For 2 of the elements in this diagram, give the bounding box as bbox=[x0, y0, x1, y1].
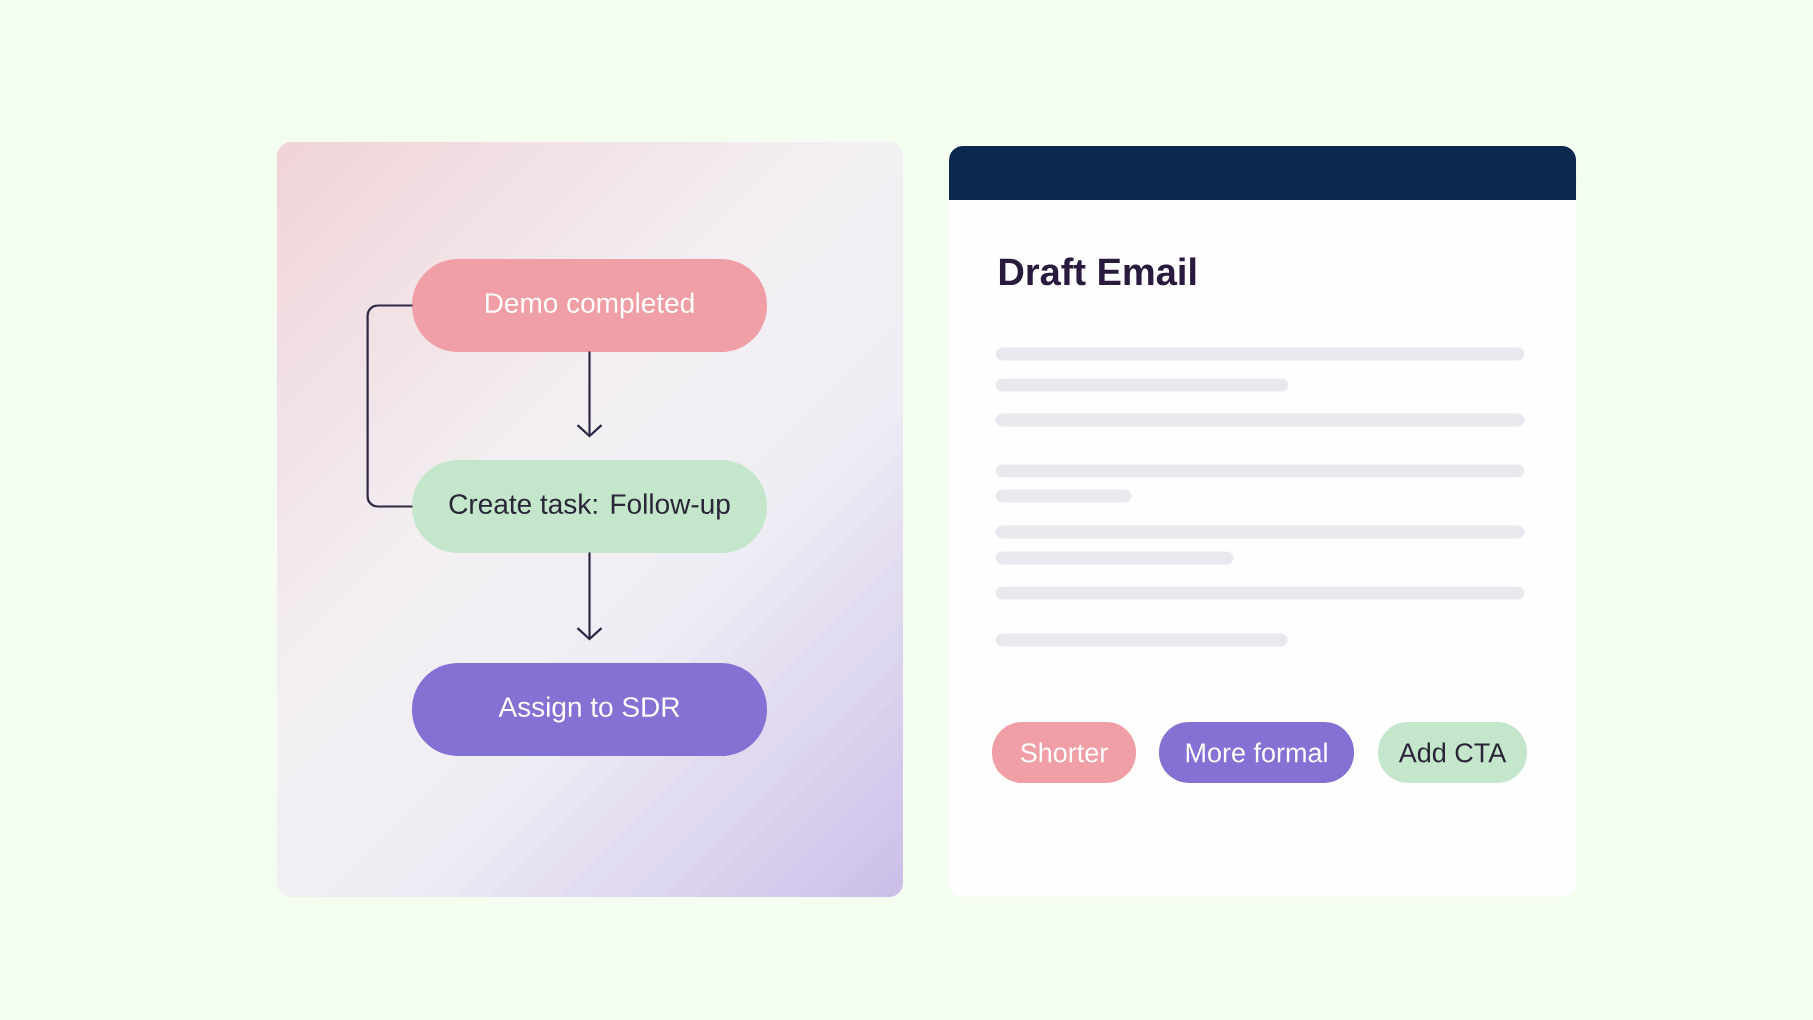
process-box: Create task: Follow-up bbox=[412, 460, 767, 553]
card-heading: Draft Email bbox=[999, 257, 1196, 286]
